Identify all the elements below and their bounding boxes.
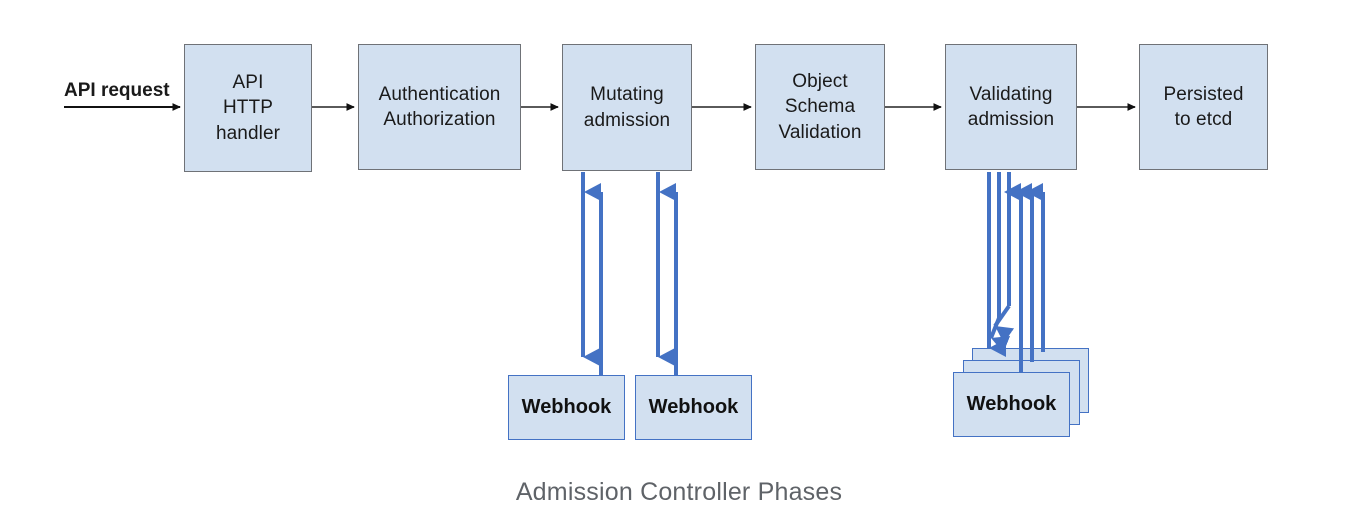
phase-box-mutating-admission[interactable]: Mutating admission (562, 44, 692, 171)
phase-box-api-http-handler[interactable]: API HTTP handler (184, 44, 312, 172)
phase-box-object-schema-validation[interactable]: Object Schema Validation (755, 44, 885, 170)
phase-box-authn-authz[interactable]: Authentication Authorization (358, 44, 521, 170)
callout-validating-downstream (987, 172, 1015, 357)
callout-mutating-webhook-1 (581, 172, 603, 375)
callout-mutating-webhook-2 (656, 172, 678, 375)
webhook-box-validating-front[interactable]: Webhook (953, 372, 1070, 437)
api-request-label: API request (64, 80, 170, 101)
phase-box-persisted-to-etcd[interactable]: Persisted to etcd (1139, 44, 1268, 170)
callout-validating-upstream (1004, 183, 1045, 372)
phase-box-validating-admission[interactable]: Validating admission (945, 44, 1077, 170)
webhook-box-mutating-1[interactable]: Webhook (508, 375, 625, 440)
webhook-box-mutating-2[interactable]: Webhook (635, 375, 752, 440)
diagram-caption: Admission Controller Phases (515, 478, 843, 506)
